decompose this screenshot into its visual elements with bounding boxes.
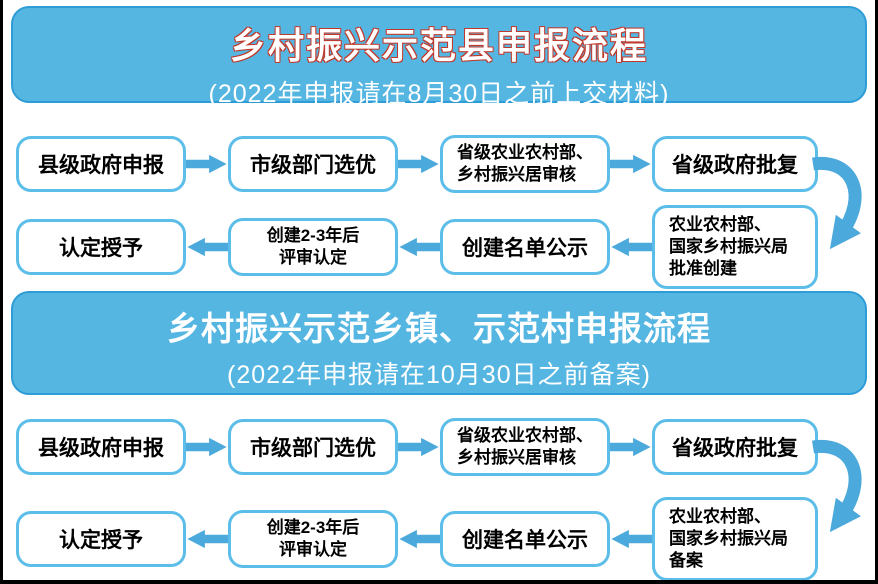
- arrow-right-icon: [186, 434, 228, 460]
- step-province-review: 省级农业农村部、 乡村振兴居审核: [440, 134, 610, 194]
- arrow-right-icon: [610, 151, 652, 177]
- arrow-left-icon: [186, 526, 228, 552]
- step-county-apply: 县级政府申报: [16, 136, 186, 192]
- banner-county-title: 乡村振兴示范县申报流程: [229, 25, 648, 66]
- step-list-publicity: 创建名单公示: [440, 511, 610, 567]
- banner-township-title: 乡村振兴示范乡镇、示范村申报流程: [167, 310, 711, 347]
- banner-township: 乡村振兴示范乡镇、示范村申报流程 (2022年申报请在10月30日之前备案): [11, 291, 867, 395]
- step-evaluation: 创建2-3年后 评审认定: [228, 217, 398, 277]
- section-county: 乡村振兴示范县申报流程 (2022年申报请在8月30日之前上交材料) 县级政府申…: [3, 6, 875, 289]
- arrow-right-icon: [610, 434, 652, 460]
- step-province-approval: 省级政府批复: [652, 419, 818, 475]
- curved-arrow-icon: [811, 433, 873, 543]
- flow-county: 县级政府申报 市级部门选优 省级农业农村部、 乡村振兴居审核 省级政府批复 认定…: [3, 134, 875, 289]
- arrow-left-icon: [398, 234, 440, 260]
- step-province-approval: 省级政府批复: [652, 136, 818, 192]
- step-province-review: 省级农业农村部、 乡村振兴居审核: [440, 417, 610, 477]
- step-city-select: 市级部门选优: [228, 136, 398, 192]
- flow-county-row-top: 县级政府申报 市级部门选优 省级农业农村部、 乡村振兴居审核 省级政府批复: [16, 134, 875, 194]
- step-national-approval: 农业农村部、 国家乡村振兴局 批准创建: [652, 205, 818, 289]
- section-township: 乡村振兴示范乡镇、示范村申报流程 (2022年申报请在10月30日之前备案) 县…: [3, 291, 875, 580]
- flow-county-row-bottom: 认定授予 创建2-3年后 评审认定 创建名单公示 农业农村部、 国家乡村振兴局 …: [16, 205, 875, 289]
- arrow-left-icon: [610, 234, 652, 260]
- curved-arrow-icon: [811, 150, 873, 260]
- step-city-select: 市级部门选优: [228, 419, 398, 475]
- banner-county: 乡村振兴示范县申报流程 (2022年申报请在8月30日之前上交材料): [11, 6, 867, 108]
- step-evaluation: 创建2-3年后 评审认定: [228, 509, 398, 569]
- flow-township-row-bottom: 认定授予 创建2-3年后 评审认定 创建名单公示 农业农村部、 国家乡村振兴局 …: [16, 497, 875, 580]
- arrow-right-icon: [398, 151, 440, 177]
- step-list-publicity: 创建名单公示: [440, 219, 610, 275]
- flow-township-row-top: 县级政府申报 市级部门选优 省级农业农村部、 乡村振兴居审核 省级政府批复: [16, 417, 875, 477]
- arrow-left-icon: [610, 526, 652, 552]
- arrow-right-icon: [398, 434, 440, 460]
- arrow-right-icon: [186, 151, 228, 177]
- banner-county-subtitle: (2022年申报请在8月30日之前上交材料): [208, 80, 670, 108]
- banner-township-subtitle: (2022年申报请在10月30日之前备案): [227, 361, 651, 389]
- step-national-record: 农业农村部、 国家乡村振兴局 备案: [652, 497, 818, 580]
- arrow-left-icon: [398, 526, 440, 552]
- step-award: 认定授予: [16, 511, 186, 567]
- step-county-apply: 县级政府申报: [16, 419, 186, 475]
- flow-township: 县级政府申报 市级部门选优 省级农业农村部、 乡村振兴居审核 省级政府批复 认定…: [3, 417, 875, 580]
- arrow-left-icon: [186, 234, 228, 260]
- step-award: 认定授予: [16, 219, 186, 275]
